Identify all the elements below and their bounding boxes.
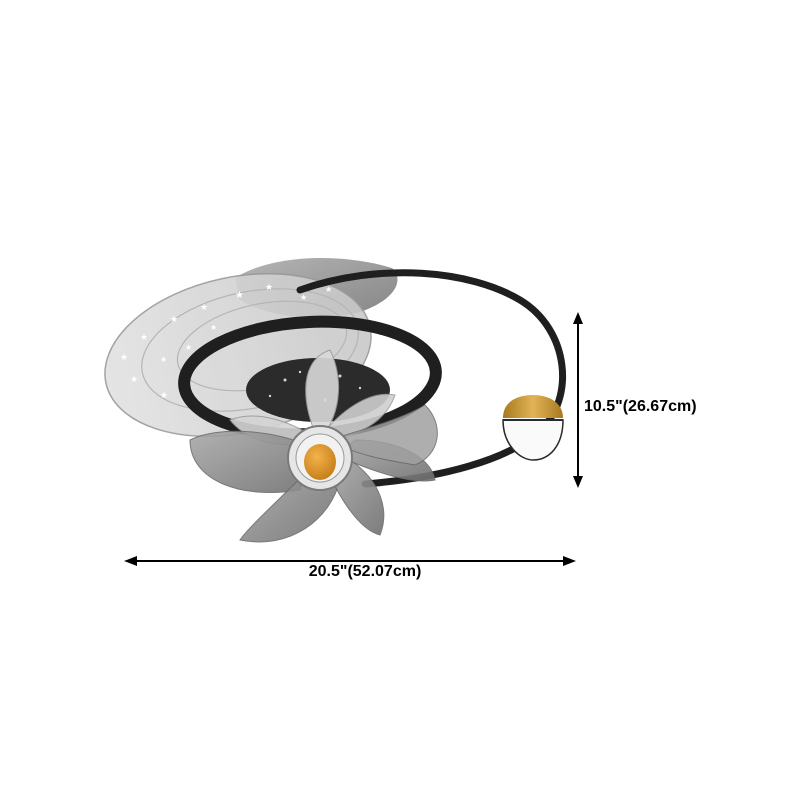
svg-text:★: ★ (265, 283, 273, 293)
svg-text:★: ★ (120, 353, 128, 363)
svg-text:★: ★ (200, 303, 208, 313)
width-dimension-label: 20.5"(52.07cm) (308, 563, 422, 580)
svg-text:★: ★ (140, 333, 148, 343)
svg-text:★: ★ (300, 293, 307, 302)
fan-blades-lower (189, 404, 438, 543)
svg-text:★: ★ (235, 290, 244, 301)
fan-hub (287, 425, 353, 491)
svg-text:★: ★ (130, 375, 138, 385)
black-arc-ring (296, 269, 567, 488)
height-dimension-label: 10.5"(26.67cm) (584, 398, 697, 415)
svg-text:★: ★ (325, 285, 332, 294)
svg-text:★: ★ (170, 315, 178, 325)
svg-text:★: ★ (185, 343, 192, 352)
svg-text:★: ★ (210, 323, 217, 332)
globe-light (502, 395, 564, 461)
svg-text:★: ★ (160, 391, 168, 401)
height-dimension-arrow (573, 312, 583, 488)
star-pattern: ★ ★ ★ ★ ★ ★ ★ ★ ★ ★ ★ ★ ★ (120, 283, 332, 401)
width-dimension-arrow (124, 556, 576, 566)
fan-blades-upper (229, 349, 396, 446)
svg-text:★: ★ (160, 355, 167, 364)
